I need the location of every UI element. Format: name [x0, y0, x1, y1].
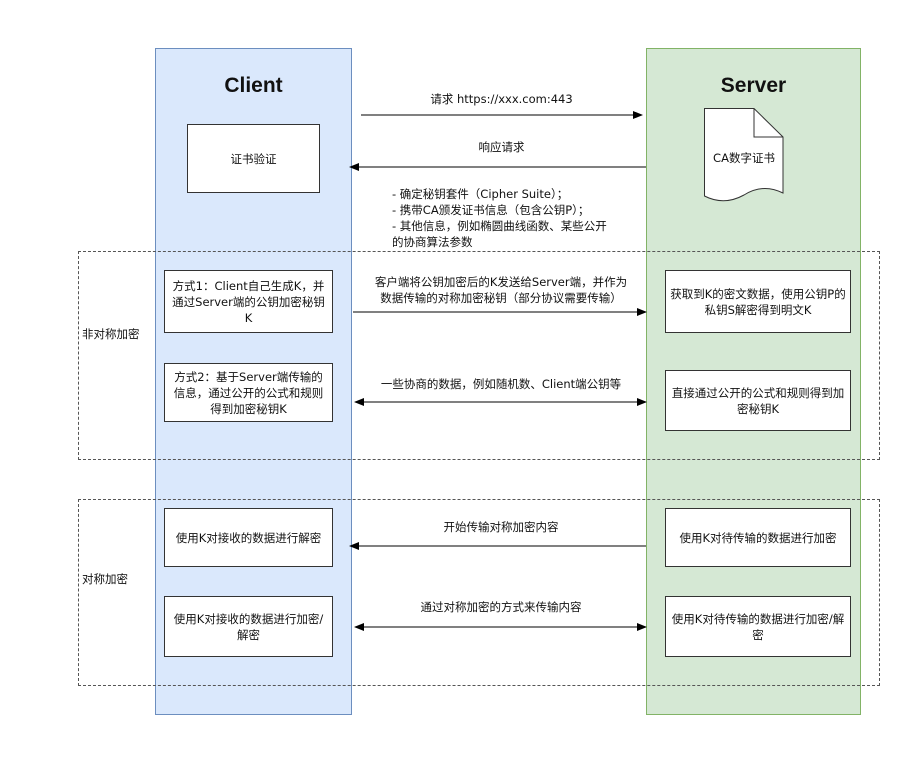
method1-text: 方式1：Client自己生成K，并通过Server端的公钥加密秘钥K — [172, 278, 325, 325]
server-encrypt-decrypt-text: 使用K对待传输的数据进行加密/解密 — [671, 611, 845, 642]
server-encrypt-box: 使用K对待传输的数据进行加密 — [665, 508, 851, 567]
asymmetric-section-label: 非对称加密 — [82, 327, 140, 341]
document-icon — [704, 108, 784, 202]
derive-k-box: 直接通过公开的公式和规则得到加密秘钥K — [665, 370, 851, 431]
method1-box: 方式1：Client自己生成K，并通过Server端的公钥加密秘钥K — [164, 270, 333, 333]
negotiate-label: 一些协商的数据，例如随机数、Client端公钥等 — [380, 377, 622, 391]
response-detail-line: 的协商算法参数 — [392, 235, 473, 249]
asymmetric-section — [78, 251, 880, 460]
symmetric-section-label: 对称加密 — [82, 572, 128, 586]
method2-box: 方式2：基于Server端传输的信息，通过公开的公式和规则得到加密秘钥K — [164, 363, 333, 422]
send-k-label: 客户端将公钥加密后的K发送给Server端，并作为 数据传输的对称加密秘钥（部分… — [356, 274, 646, 306]
request-label: 请求 https://xxx.com:443 — [430, 92, 573, 106]
response-details: - 确定秘钥套件（Cipher Suite）； - 携带CA颁发证书信息（包含公… — [392, 186, 607, 250]
method2-text: 方式2：基于Server端传输的信息，通过公开的公式和规则得到加密秘钥K — [173, 369, 324, 416]
client-encrypt-decrypt-text: 使用K对接收的数据进行加密/解密 — [173, 611, 324, 642]
send-k-line: 客户端将公钥加密后的K发送给Server端，并作为 — [374, 275, 628, 289]
response-label: 响应请求 — [478, 140, 525, 154]
response-detail-line: - 其他信息，例如椭圆曲线函数、某些公开 — [392, 219, 607, 233]
get-k-box: 获取到K的密文数据，使用公钥P的私钥S解密得到明文K — [665, 270, 851, 333]
client-encrypt-decrypt-box: 使用K对接收的数据进行加密/解密 — [164, 596, 333, 657]
server-encrypt-text: 使用K对待传输的数据进行加密 — [679, 530, 837, 545]
start-transfer-label: 开始传输对称加密内容 — [443, 520, 559, 534]
send-k-line: 数据传输的对称加密秘钥（部分协议需要传输） — [380, 291, 622, 305]
symmetric-section — [78, 499, 880, 686]
get-k-text: 获取到K的密文数据，使用公钥P的私钥S解密得到明文K — [670, 286, 846, 317]
response-detail-line: - 确定秘钥套件（Cipher Suite）； — [392, 187, 569, 201]
ca-cert-label: CA数字证书 — [713, 151, 775, 165]
client-decrypt-text: 使用K对接收的数据进行解密 — [175, 530, 322, 545]
client-lane-title: Client — [224, 74, 283, 97]
response-detail-line: - 携带CA颁发证书信息（包含公钥P）； — [392, 203, 590, 217]
cert-verify-box: 证书验证 — [187, 124, 320, 193]
transfer-label: 通过对称加密的方式来传输内容 — [420, 600, 582, 614]
derive-k-text: 直接通过公开的公式和规则得到加密秘钥K — [671, 385, 845, 416]
server-encrypt-decrypt-box: 使用K对待传输的数据进行加密/解密 — [665, 596, 851, 657]
cert-verify-text: 证书验证 — [230, 151, 277, 166]
client-decrypt-box: 使用K对接收的数据进行解密 — [164, 508, 333, 567]
server-lane-title: Server — [720, 74, 787, 97]
